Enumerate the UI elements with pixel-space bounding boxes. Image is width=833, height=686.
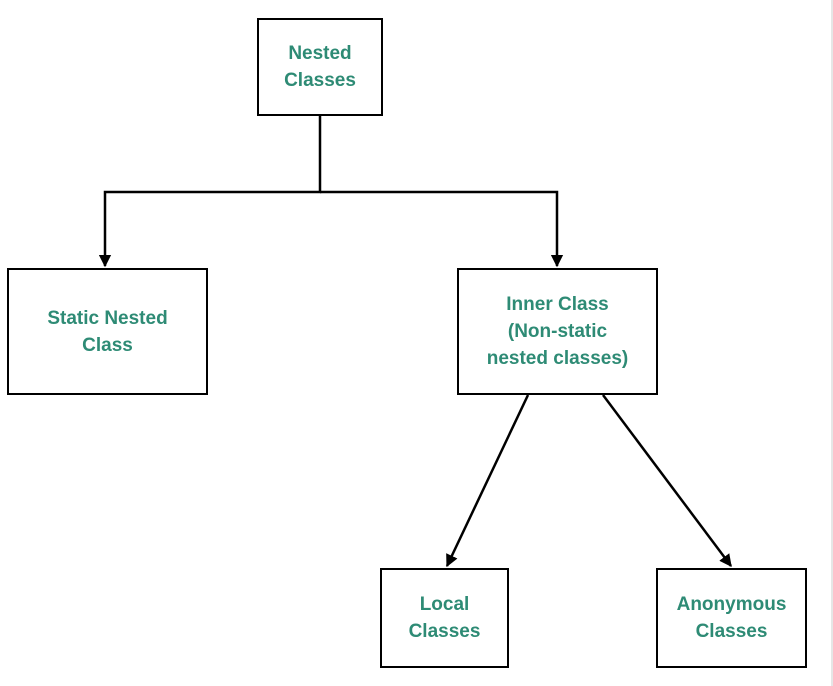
node-local-classes: Local Classes [380,568,509,668]
node-static-nested-class: Static Nested Class [7,268,208,395]
node-label: Local Classes [408,594,481,642]
node-nested-classes: Nested Classes [257,18,383,116]
node-inner-class: Inner Class (Non-static nested classes) [457,268,658,395]
edge-root-to-static [98,116,322,268]
right-border [831,0,833,686]
edge-root-to-inner [320,190,564,268]
node-label: Inner Class (Non-static nested classes) [486,294,629,369]
edge-inner-to-local [445,394,530,568]
node-label: Static Nested Class [47,307,168,356]
node-label: Nested Classes [284,43,356,91]
edge-inner-to-anonymous [601,394,733,568]
node-label: Anonymous Classes [676,594,787,642]
node-anonymous-classes: Anonymous Classes [656,568,807,668]
